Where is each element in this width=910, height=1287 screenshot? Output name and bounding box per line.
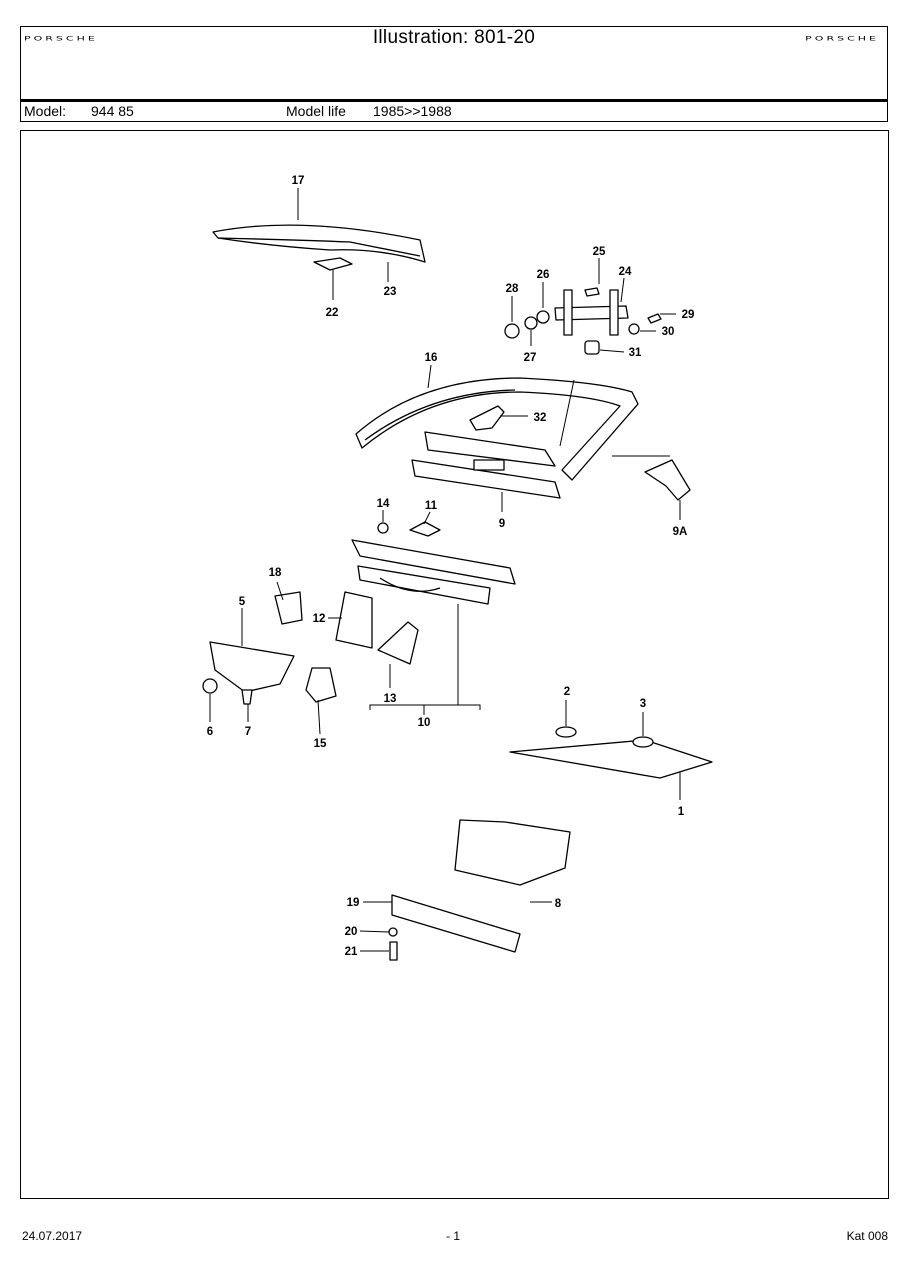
callout-5: 5	[239, 596, 246, 608]
callout-29: 29	[682, 309, 695, 321]
callout-9a: 9A	[673, 526, 688, 538]
part-washer-20	[388, 927, 398, 937]
callout-31: 31	[629, 347, 642, 359]
footer-catalog: Kat 008	[846, 1229, 888, 1243]
callout-20: 20	[345, 926, 358, 938]
part-mount-13	[377, 621, 419, 665]
part-bolt-21	[389, 941, 398, 961]
model-label: Model:	[24, 103, 67, 119]
part-bracket-22	[313, 257, 353, 271]
model-value: 944 85	[91, 103, 134, 119]
callout-14: 14	[377, 498, 390, 510]
part-bolt-25	[584, 287, 600, 297]
callout-28: 28	[506, 283, 519, 295]
part-bolt-29	[647, 313, 662, 324]
callout-22: 22	[326, 307, 339, 319]
part-bracket-18	[274, 591, 303, 625]
callout-21: 21	[345, 946, 358, 958]
parts-diagram: 17 23 22 25 24 26 28 29 30 27 31 16 32 9…	[202, 175, 713, 961]
part-plug-2	[555, 726, 577, 738]
callout-1: 1	[678, 806, 685, 818]
callout-24: 24	[619, 266, 632, 278]
part-housing-5	[209, 641, 295, 693]
part-panel-9	[424, 431, 556, 467]
callout-32: 32	[534, 412, 547, 424]
callout-30: 30	[662, 326, 675, 338]
callout-11: 11	[425, 500, 438, 512]
part-latch-32	[469, 405, 505, 431]
callout-6: 6	[207, 726, 213, 738]
header-box: PORSCHE Illustration: 801-20 PORSCHE	[20, 26, 888, 100]
callout-13: 13	[384, 693, 397, 705]
part-bracket-15	[305, 667, 337, 703]
part-bracket-24-post-b	[609, 289, 619, 336]
part-clip-14	[377, 522, 389, 534]
callout-16: 16	[425, 352, 438, 364]
part-bushing-26	[536, 310, 550, 324]
header-divider	[20, 99, 888, 102]
callout-25: 25	[593, 246, 606, 258]
part-cross-member-10	[351, 539, 516, 585]
callout-2: 2	[564, 686, 570, 698]
callout-3: 3	[640, 698, 646, 710]
part-crossmember-19	[391, 894, 521, 953]
callout-19: 19	[347, 897, 360, 909]
part-bracket-9a	[644, 459, 691, 501]
part-rear-frame	[355, 377, 639, 481]
callout-7: 7	[245, 726, 251, 738]
part-roof-panel	[212, 224, 426, 263]
model-row: Model: 944 85 Model life 1985>>1988	[20, 102, 888, 122]
callout-9: 9	[499, 518, 505, 530]
part-tunnel-8	[454, 819, 571, 886]
part-panel-9-slot	[473, 459, 505, 471]
callout-8: 8	[555, 898, 562, 910]
callout-10: 10	[418, 717, 431, 729]
part-washer-30	[628, 323, 640, 335]
part-bracket-24-post-a	[563, 289, 573, 336]
part-bushing-27	[524, 316, 538, 330]
part-plug-3	[632, 736, 654, 748]
part-roof-strip	[217, 237, 421, 257]
porsche-logo-right: PORSCHE	[805, 35, 879, 43]
callout-23: 23	[384, 286, 397, 298]
illustration-title: Illustration: 801-20	[372, 27, 536, 48]
callout-17: 17	[292, 175, 305, 187]
callout-26: 26	[537, 269, 550, 281]
part-grommet-6	[202, 678, 218, 694]
footer-page: - 1	[446, 1229, 461, 1243]
part-side-plate-12	[335, 591, 373, 649]
model-life-value: 1985>>1988	[373, 103, 452, 119]
part-block-31	[584, 340, 600, 355]
callout-12: 12	[313, 613, 326, 625]
callout-15: 15	[314, 738, 327, 750]
model-life-label: Model life	[286, 103, 346, 119]
footer-date: 24.07.2017	[22, 1229, 83, 1243]
part-bushing-28	[504, 323, 520, 339]
part-bumper-7	[241, 689, 253, 705]
porsche-logo-left: PORSCHE	[24, 35, 98, 43]
callout-27: 27	[524, 352, 537, 364]
illustration-frame	[20, 130, 889, 1199]
part-clip-11	[409, 521, 441, 537]
part-floor-panel-1	[509, 739, 713, 779]
callout-18: 18	[269, 567, 282, 579]
